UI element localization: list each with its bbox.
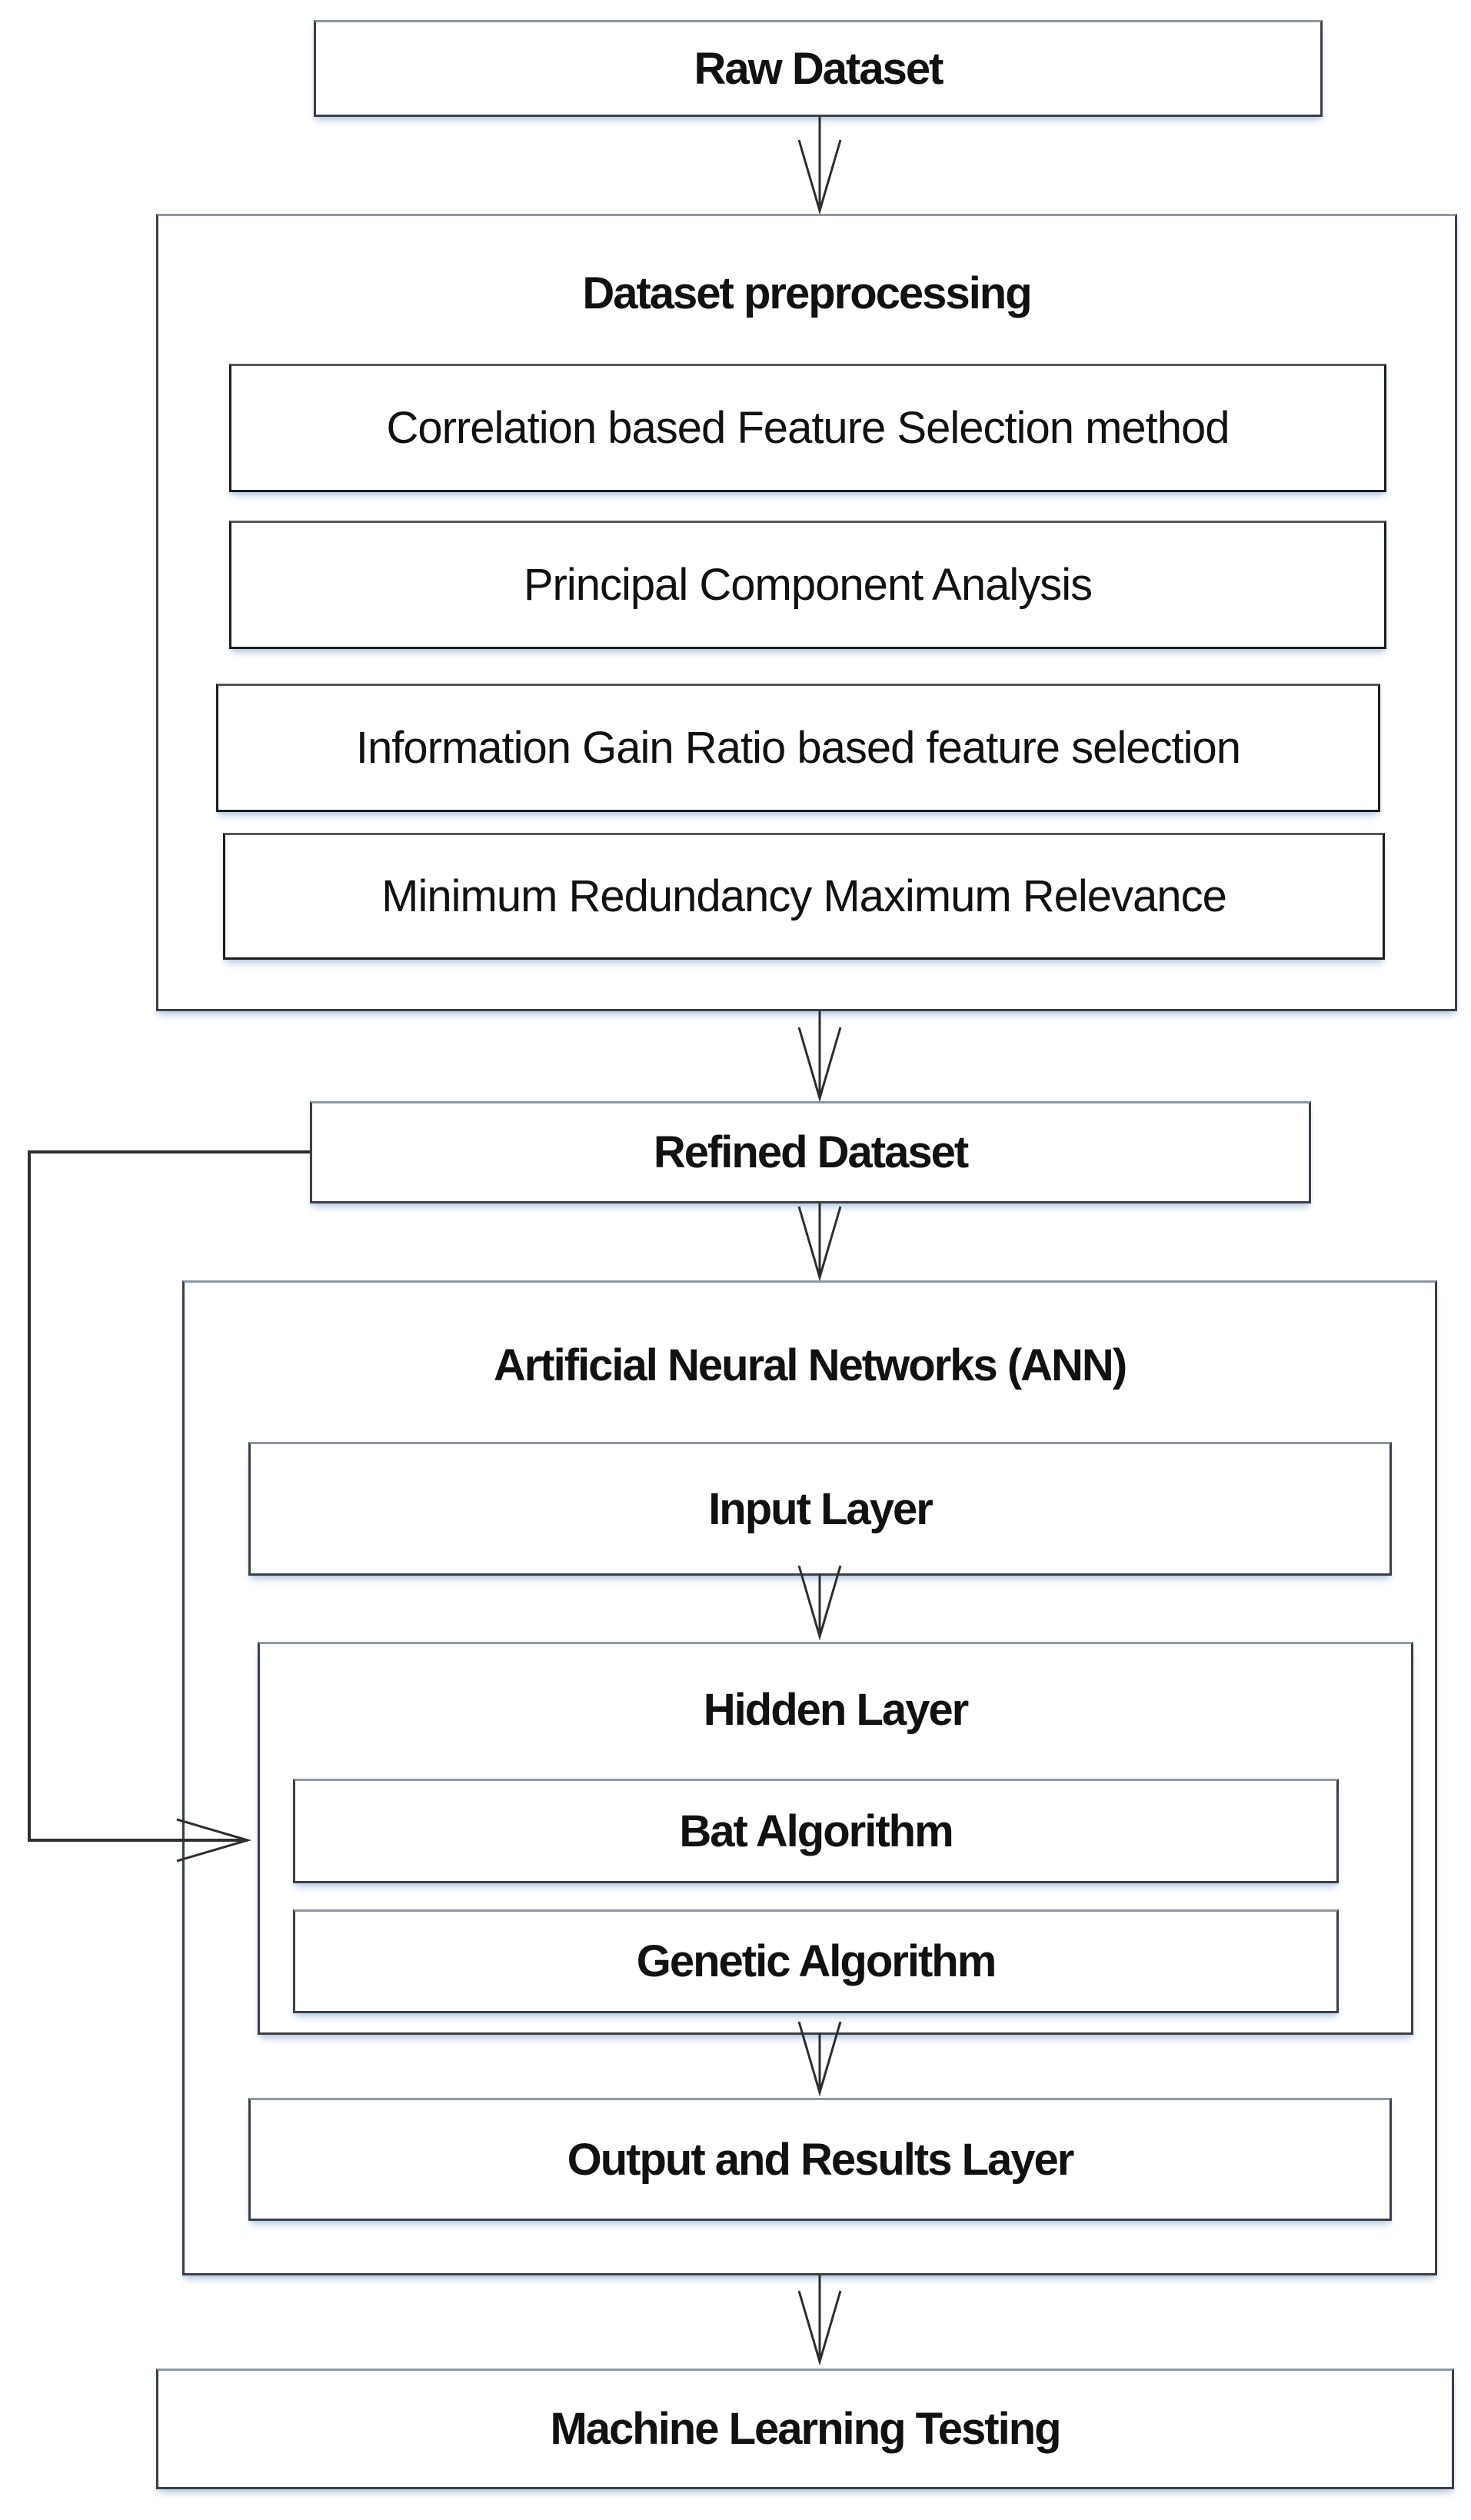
- node-principal-component-analysis: Principal Component Analysis: [229, 521, 1386, 649]
- bat-algorithm-label: Bat Algorithm: [679, 1806, 953, 1856]
- node-genetic-algorithm: Genetic Algorithm: [293, 1909, 1339, 2013]
- node-bat-algorithm: Bat Algorithm: [293, 1779, 1339, 1883]
- refined-dataset-label: Refined Dataset: [653, 1127, 969, 1177]
- min-redundancy-max-relevance-label: Minimum Redundancy Maximum Relevance: [381, 871, 1227, 921]
- principal-component-analysis-label: Principal Component Analysis: [523, 560, 1093, 610]
- node-raw-dataset: Raw Dataset: [314, 20, 1323, 117]
- genetic-algorithm-label: Genetic Algorithm: [636, 1936, 997, 1986]
- machine-learning-testing-label: Machine Learning Testing: [550, 2404, 1061, 2454]
- input-layer-label: Input Layer: [708, 1483, 934, 1534]
- raw-dataset-label: Raw Dataset: [694, 43, 944, 94]
- correlation-feature-selection-label: Correlation based Feature Selection meth…: [386, 403, 1230, 453]
- node-correlation-feature-selection: Correlation based Feature Selection meth…: [229, 364, 1386, 492]
- node-output-results-layer: Output and Results Layer: [248, 2098, 1392, 2221]
- dataset-preprocessing-title: Dataset preprocessing: [582, 268, 1032, 318]
- container-ann: Artificial Neural Networks (ANN) Input L…: [182, 1280, 1437, 2275]
- hidden-layer-title: Hidden Layer: [703, 1684, 969, 1735]
- node-min-redundancy-max-relevance: Minimum Redundancy Maximum Relevance: [223, 833, 1385, 960]
- information-gain-ratio-label: Information Gain Ratio based feature sel…: [355, 723, 1241, 773]
- output-results-layer-label: Output and Results Layer: [567, 2134, 1075, 2185]
- ann-title: Artificial Neural Networks (ANN): [493, 1340, 1127, 1390]
- node-information-gain-ratio: Information Gain Ratio based feature sel…: [216, 684, 1380, 812]
- container-hidden-layer: Hidden Layer Bat Algorithm Genetic Algor…: [258, 1642, 1413, 2035]
- node-refined-dataset: Refined Dataset: [310, 1101, 1311, 1203]
- container-dataset-preprocessing: Dataset preprocessing Correlation based …: [156, 214, 1457, 1011]
- node-machine-learning-testing: Machine Learning Testing: [156, 2369, 1454, 2489]
- node-input-layer: Input Layer: [248, 1442, 1392, 1576]
